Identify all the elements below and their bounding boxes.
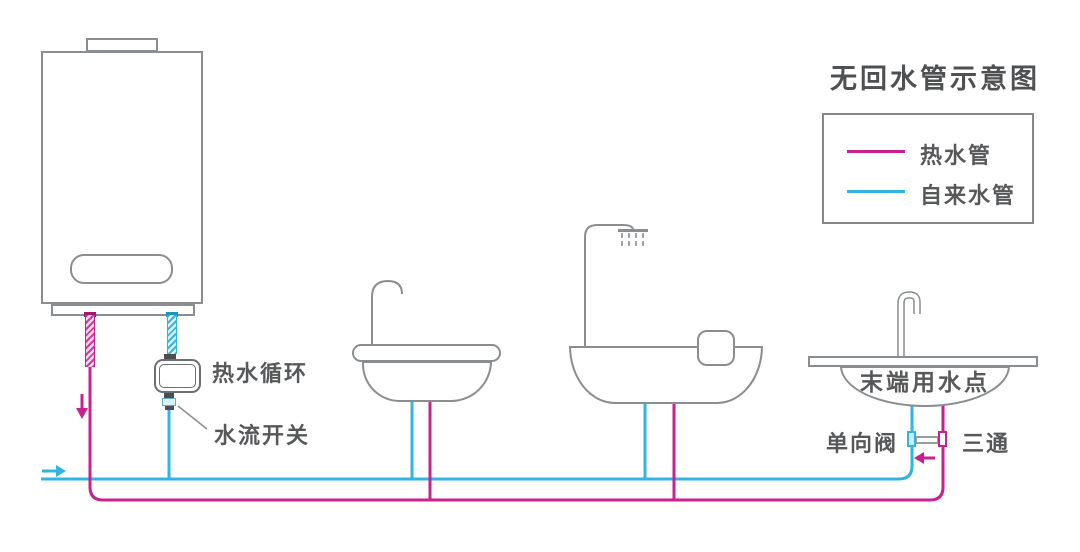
circulation-pump-label: 热水循环: [212, 361, 309, 386]
legend-hot-water-label: 热水管: [920, 143, 993, 168]
flow-switch-pointer-line: [177, 405, 208, 430]
hot-water-pipe: [80, 366, 945, 502]
flow-switch-label: 水流开关: [214, 423, 311, 448]
end-use-point-label: 末端用水点: [860, 369, 990, 395]
flow-switch-connector-bottom: [164, 406, 174, 410]
valve-union-icon: [915, 436, 939, 444]
check-valve-icon: [907, 431, 916, 447]
cold-hose-fitting: [166, 312, 178, 317]
hot-water-main-pipe: [88, 366, 945, 502]
tap-water-main-pipe: [41, 400, 914, 481]
water-heater-display: [70, 254, 173, 284]
hot-water-flex-hose: [85, 315, 95, 367]
end-sink-faucet-inner: [898, 292, 920, 357]
legend-tap-water-label: 自来水管: [920, 183, 1017, 208]
end-sink-faucet-outer: [897, 291, 921, 357]
water-heater-vent: [86, 38, 158, 52]
washbasin-bowl: [362, 361, 492, 402]
bathtub-control-box: [697, 330, 735, 366]
washbasin-rim: [352, 344, 501, 362]
cold-water-flex-hose: [167, 315, 177, 354]
page-title: 无回水管示意图: [830, 64, 1040, 94]
tee-label: 三通: [962, 431, 1011, 456]
tee-joint-icon: [938, 431, 947, 447]
legend-box: [822, 113, 1034, 224]
shower-spray-icon: [621, 233, 644, 246]
circulation-pump-face: [159, 364, 196, 388]
basin-faucet-icon: [371, 279, 403, 346]
tap-water-inlet-arrow-head: [56, 465, 66, 477]
pump-connector-top: [164, 354, 176, 360]
shower-pipe-icon: [584, 224, 634, 348]
flow-switch: [162, 398, 176, 406]
fixture-line-art: [177, 224, 921, 430]
end-sink-countertop: [808, 356, 1038, 367]
legend-tap-water-line-swatch: [847, 190, 905, 193]
legend-hot-water-line-swatch: [847, 150, 905, 153]
flow-switch-connector-top: [164, 393, 174, 398]
tap-water-pipe: [41, 400, 914, 481]
return-flow-arrow-head: [914, 452, 924, 464]
hot-hose-fitting: [84, 312, 96, 317]
circulation-pump: [154, 359, 201, 393]
check-valve-label: 单向阀: [826, 431, 899, 456]
hot-water-flow-arrow-head: [76, 408, 88, 419]
